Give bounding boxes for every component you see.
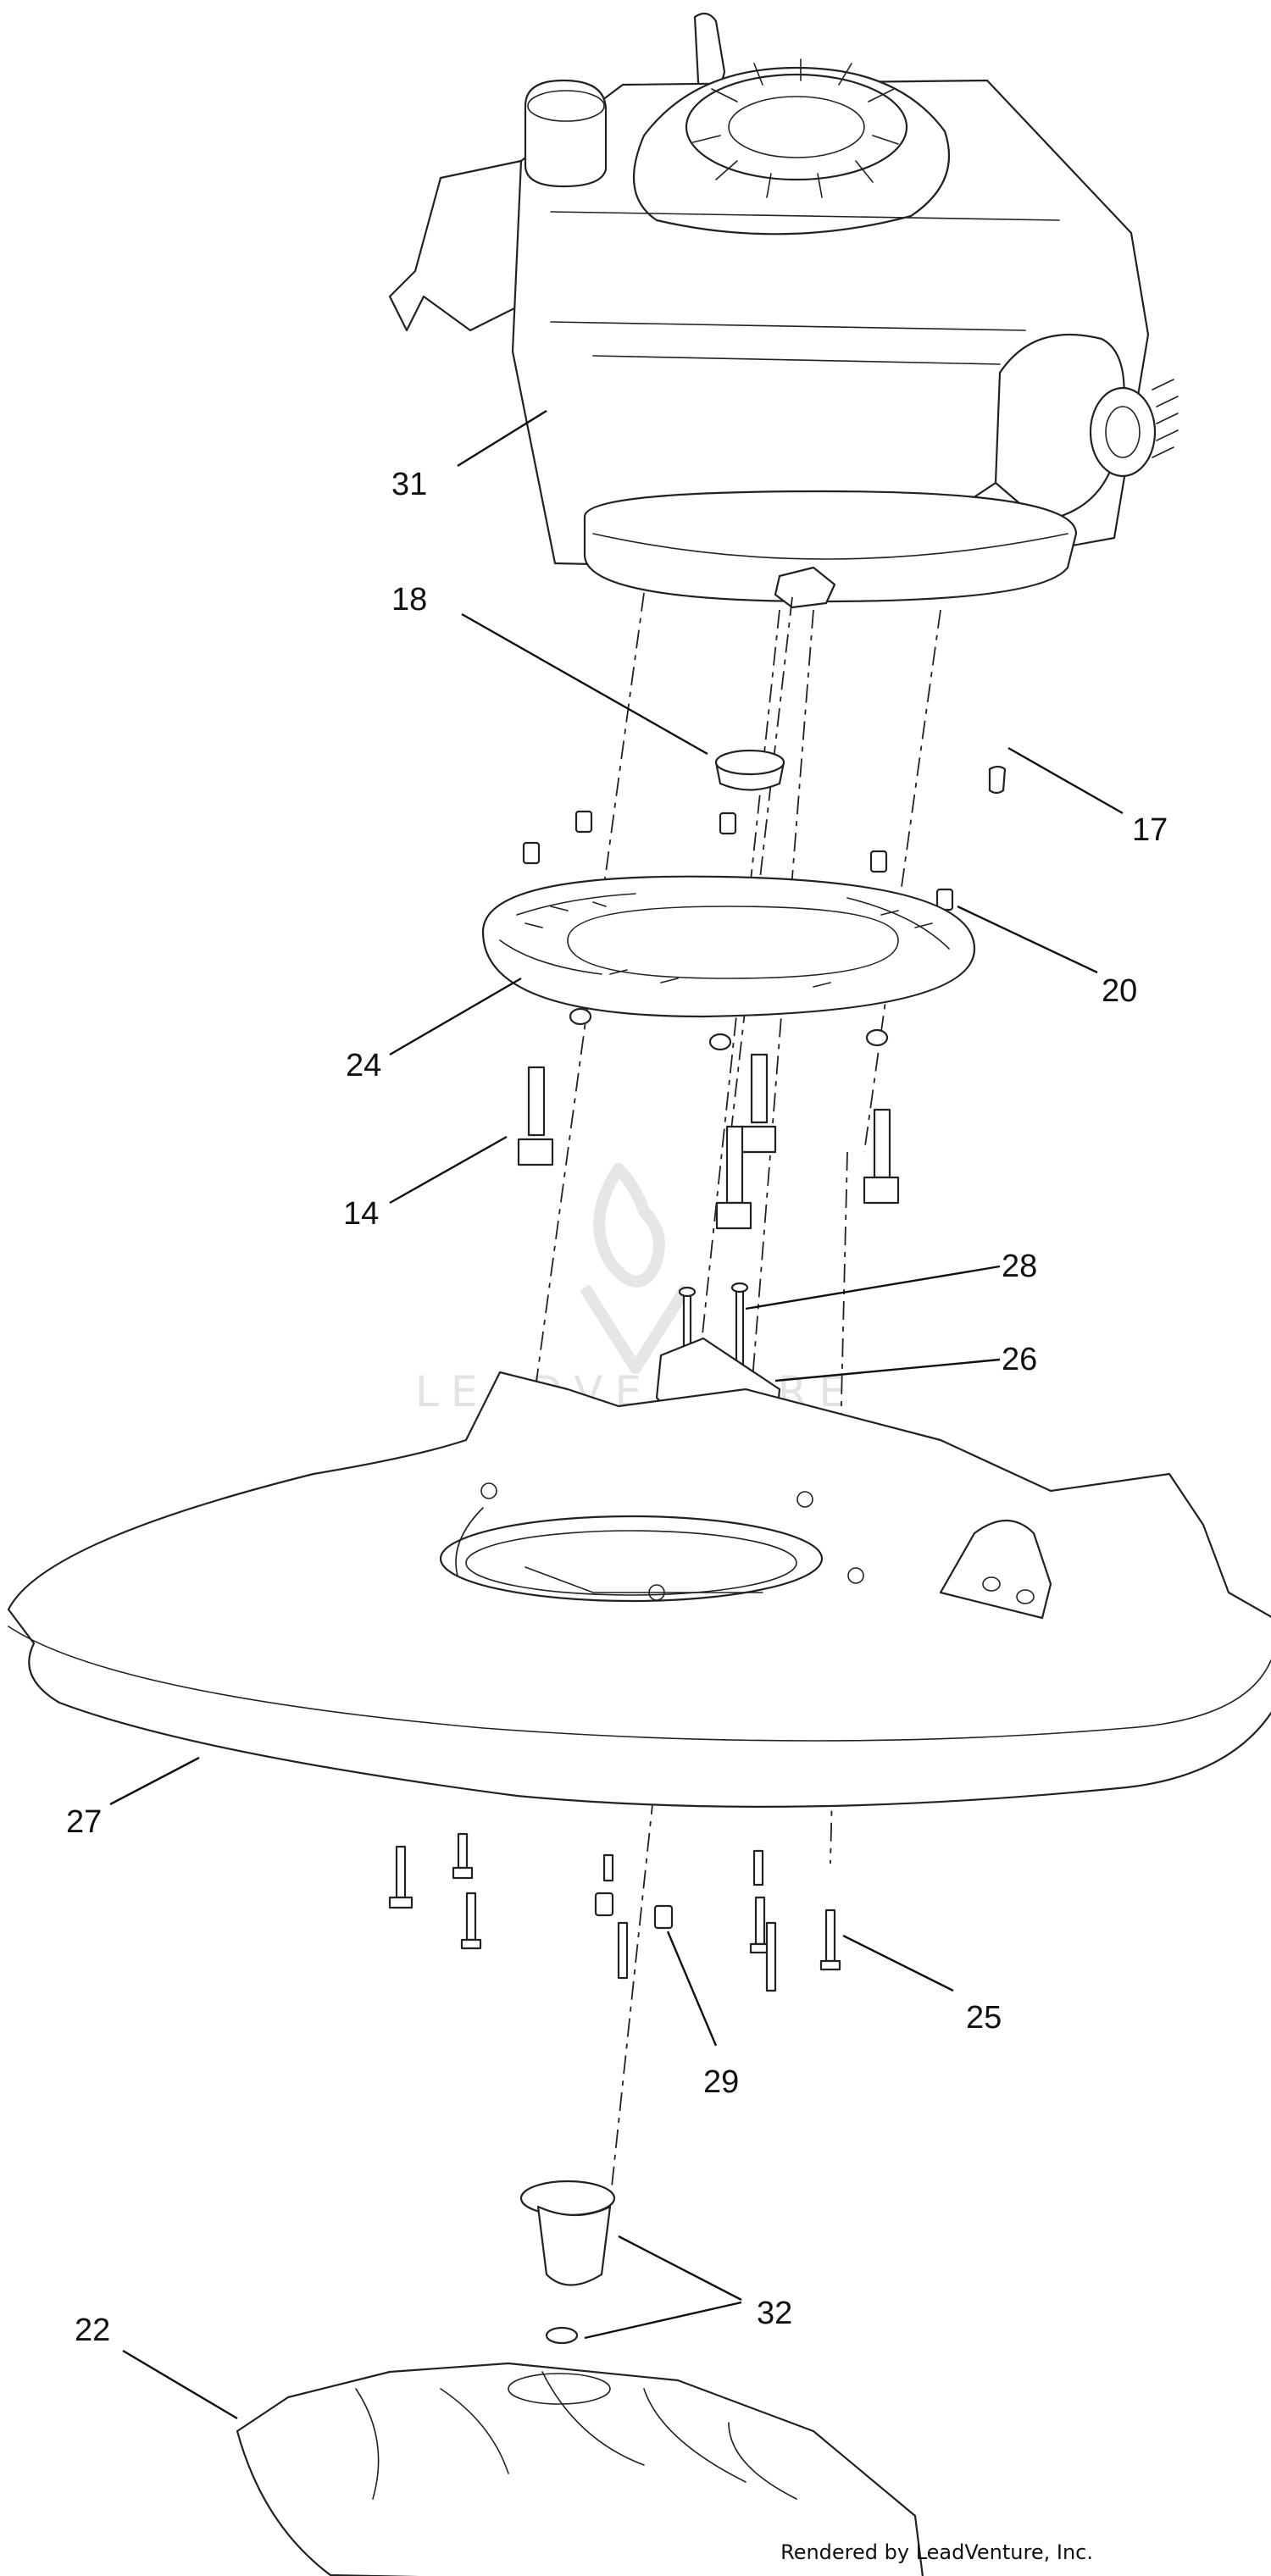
callout-label-27: 27 — [66, 1804, 102, 1840]
part-18-deflector — [714, 749, 785, 791]
callout-27: 27 — [66, 1756, 200, 1840]
callout-label-26: 26 — [1002, 1342, 1037, 1377]
callout-label-17: 17 — [1132, 812, 1168, 848]
callout-26: 26 — [774, 1342, 1037, 1382]
part-25-bolts — [388, 1832, 841, 1992]
callout-20: 20 — [957, 905, 1137, 1009]
callout-25: 25 — [842, 1934, 1002, 2036]
part-24-adapter-plate — [481, 875, 976, 1051]
render-credit: Rendered by LeadVenture, Inc. — [780, 2540, 1093, 2564]
callout-label-24: 24 — [346, 1048, 381, 1083]
callout-label-18: 18 — [391, 582, 427, 618]
callout-label-31: 31 — [391, 467, 427, 502]
callout-32: 32 — [584, 2235, 792, 2340]
callout-24: 24 — [346, 977, 522, 1083]
callout-17: 17 — [1007, 746, 1168, 848]
callout-label-22: 22 — [75, 2313, 110, 2348]
callout-29: 29 — [666, 1931, 739, 2100]
part-17-key — [988, 765, 1007, 795]
callout-label-32: 32 — [757, 2296, 792, 2331]
callout-label-14: 14 — [343, 1196, 379, 1232]
callout-22: 22 — [75, 2313, 238, 2420]
part-20-spacers — [522, 810, 954, 911]
part-14-bolts — [517, 1053, 900, 1230]
part-engine — [388, 12, 1179, 609]
part-22-blade — [236, 2362, 924, 2576]
callout-label-29: 29 — [703, 2064, 739, 2100]
callout-28: 28 — [745, 1249, 1037, 1310]
callout-label-25: 25 — [966, 2000, 1002, 2036]
callout-18: 18 — [391, 582, 708, 756]
callout-label-28: 28 — [1002, 1249, 1037, 1284]
part-27-deck — [7, 1371, 1271, 1808]
part-29-nuts — [594, 1892, 674, 1930]
callout-14: 14 — [343, 1135, 508, 1232]
part-32-adapter — [519, 2180, 616, 2345]
callout-31: 31 — [391, 409, 547, 502]
callout-label-20: 20 — [1102, 973, 1137, 1009]
